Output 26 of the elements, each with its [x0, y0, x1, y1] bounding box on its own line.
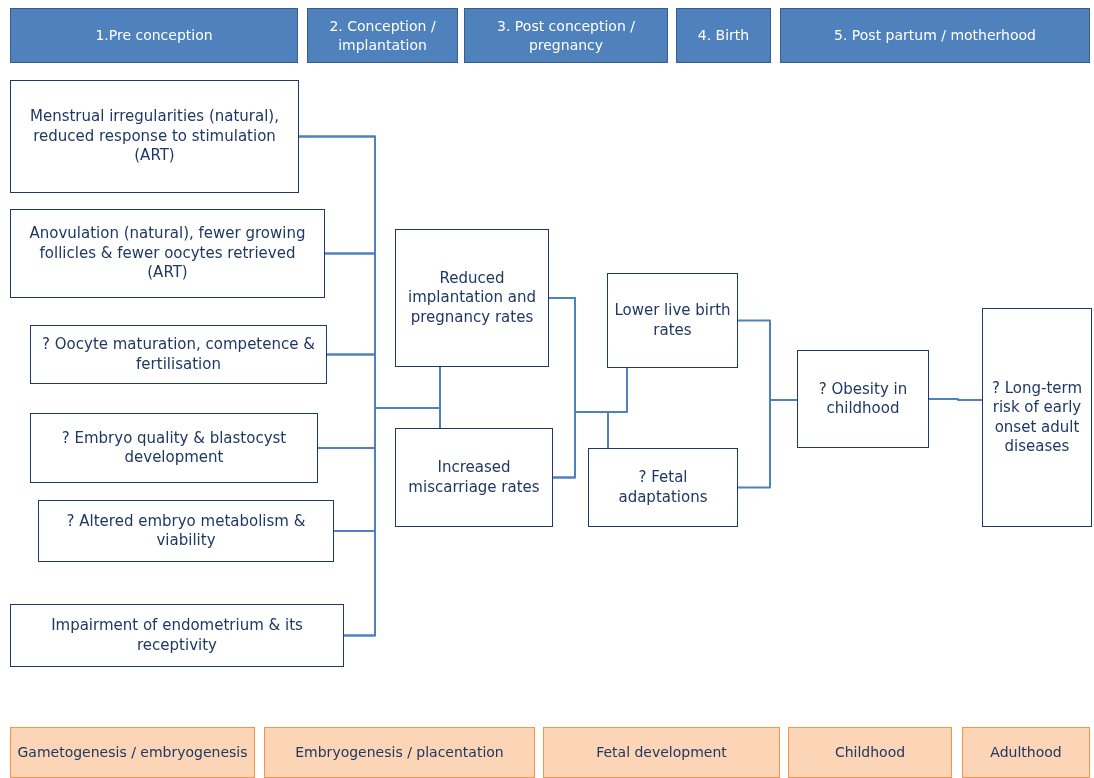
outcome-box: Impairment of endometrium & its receptivity [10, 604, 344, 667]
brace-connector [928, 398, 983, 401]
brace-connector [343, 407, 441, 637]
period-band: Gametogenesis / embryogenesis [10, 727, 255, 778]
outcome-box: Reduced implantation and pregnancy rates [395, 229, 549, 367]
period-band: Adulthood [962, 727, 1090, 778]
stage-header: 5. Post partum / motherhood [780, 8, 1090, 63]
outcome-box: ? Obesity in childhood [797, 350, 929, 448]
stage-header: 3. Post conception / pregnancy [464, 8, 668, 63]
outcome-box: ? Fetal adaptations [588, 448, 738, 527]
outcome-box: Lower live birth rates [607, 273, 738, 368]
stage-header: 4. Birth [676, 8, 771, 63]
brace-connector [737, 399, 798, 489]
outcome-box: ? Altered embryo metabolism & viability [38, 500, 334, 562]
brace-connector [552, 411, 609, 479]
period-band: Embryogenesis / placentation [264, 727, 535, 778]
outcome-box: Anovulation (natural), fewer growing follicles & fewer oocytes retrieved (ART) [10, 209, 325, 298]
outcome-box: Increased miscarriage rates [395, 428, 553, 527]
period-band: Fetal development [543, 727, 780, 778]
outcome-box: ? Oocyte maturation, competence & fertilisation [30, 325, 327, 384]
outcome-box: ? Long-term risk of early onset adult diseases [982, 308, 1092, 527]
outcome-box: Menstrual irregularities (natural), reduced response to stimulation (ART) [10, 80, 299, 193]
stage-header: 1.Pre conception [10, 8, 298, 63]
outcome-box: ? Embryo quality & blastocyst development [30, 413, 318, 483]
period-band: Childhood [788, 727, 952, 778]
stage-header: 2. Conception / implantation [307, 8, 458, 63]
